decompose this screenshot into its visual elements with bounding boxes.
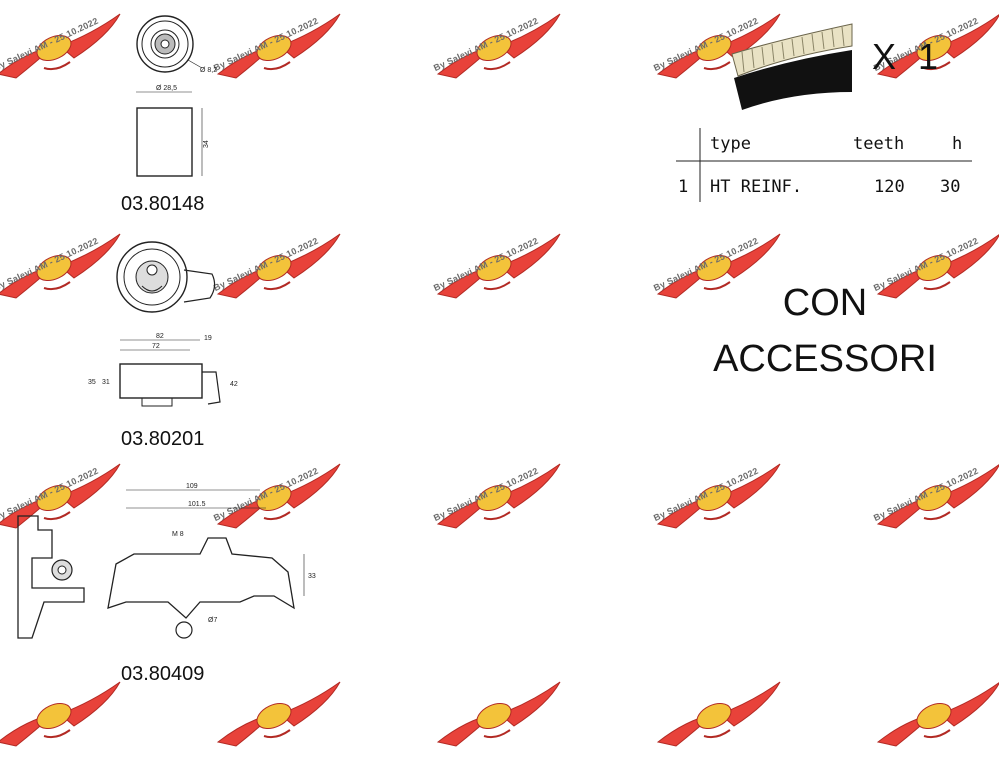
watermark-logo <box>436 233 561 299</box>
height-label: 34 <box>203 140 210 148</box>
header-teeth: teeth <box>853 134 905 154</box>
watermark-logo <box>876 234 999 299</box>
length-label: 109 <box>186 483 198 490</box>
watermark-logo <box>216 681 341 747</box>
offset-label: 19 <box>204 335 212 342</box>
width-outer-label: 82 <box>156 333 164 340</box>
damper-drawing: 109 101.5 M 8 Ø7 33 <box>17 483 316 639</box>
watermark: By Salevi AM - 25.10.2022 <box>872 12 999 102</box>
watermark: By Salevi AM - 25.10.2022 <box>652 232 806 322</box>
belt-spec-table: type teeth h 1 HT REINF. 120 30 <box>676 128 972 202</box>
watermark: By Salevi AM - 25.10.2022 <box>0 232 146 322</box>
header-h: h <box>952 134 963 154</box>
row-teeth: 120 <box>874 177 905 197</box>
watermark: By Salevi AM - 25.10.2022 <box>872 232 999 322</box>
idler-pulley-drawing: Ø 8,2 Ø 28,5 34 <box>136 15 217 177</box>
part-code-1: 03.80148 <box>121 193 205 215</box>
thread-label: M 8 <box>172 531 184 538</box>
watermark-logo <box>216 233 341 299</box>
h1-label: 35 <box>88 379 96 386</box>
length-inner-label: 101.5 <box>188 501 206 508</box>
watermark-logo <box>656 463 781 529</box>
watermark-logo <box>436 13 561 79</box>
watermark-logo <box>656 233 781 299</box>
watermark-logo <box>0 233 121 299</box>
watermark: By Salevi AM - 25.10.2022 <box>432 232 586 322</box>
watermark <box>656 680 806 770</box>
belt-quantity: X 1 <box>872 36 945 77</box>
watermark-logo <box>656 681 781 747</box>
h3-label: 42 <box>230 381 238 388</box>
watermark-logo <box>0 681 121 747</box>
table-grid <box>676 128 972 202</box>
watermark-logo <box>216 13 341 79</box>
row-index: 1 <box>678 177 689 197</box>
watermark: By Salevi AM - 25.10.2022 <box>212 12 366 102</box>
h2-label: 31 <box>102 379 110 386</box>
note-line-2: ACCESSORI <box>713 338 937 380</box>
watermark: By Salevi AM - 25.10.2022 <box>212 462 366 552</box>
watermark-logo <box>0 13 121 79</box>
watermark: By Salevi AM - 25.10.2022 <box>652 462 806 552</box>
row-type: HT REINF. <box>710 177 803 197</box>
watermark: By Salevi AM - 25.10.2022 <box>652 12 806 102</box>
watermark-logo <box>436 681 561 747</box>
watermark-logo <box>436 463 561 529</box>
watermark-logo <box>876 464 999 529</box>
tensioner-drawing: 82 72 19 35 31 42 <box>88 241 238 407</box>
watermark <box>876 680 999 770</box>
header-type: type <box>710 134 751 154</box>
hole-label: Ø7 <box>208 617 217 624</box>
row-h: 30 <box>940 177 961 197</box>
watermark <box>0 680 146 770</box>
width-inner-label: 72 <box>152 343 160 350</box>
watermark-logo <box>876 682 999 747</box>
part-code-3: 03.80409 <box>121 663 205 685</box>
watermark-logo <box>216 463 341 529</box>
watermark <box>216 680 366 770</box>
note-line-1: CON <box>782 282 868 324</box>
part-code-2: 03.80201 <box>121 428 205 450</box>
timing-belt-image <box>731 23 853 110</box>
watermark <box>436 680 586 770</box>
watermark: By Salevi AM - 25.10.2022 <box>432 12 586 102</box>
watermark: By Salevi AM - 25.10.2022 <box>212 232 366 322</box>
bore-label: Ø 8,2 <box>200 67 217 74</box>
watermark: By Salevi AM - 25.10.2022 <box>872 462 999 552</box>
watermark-logo <box>656 13 781 79</box>
height-label: 33 <box>308 573 316 580</box>
watermark: By Salevi AM - 25.10.2022 <box>0 12 146 102</box>
watermark-logo <box>0 463 121 529</box>
watermark: By Salevi AM - 25.10.2022 <box>432 462 586 552</box>
diameter-label: Ø 28,5 <box>156 85 177 92</box>
watermark-logo <box>876 14 999 79</box>
watermark: By Salevi AM - 25.10.2022 <box>0 462 146 552</box>
